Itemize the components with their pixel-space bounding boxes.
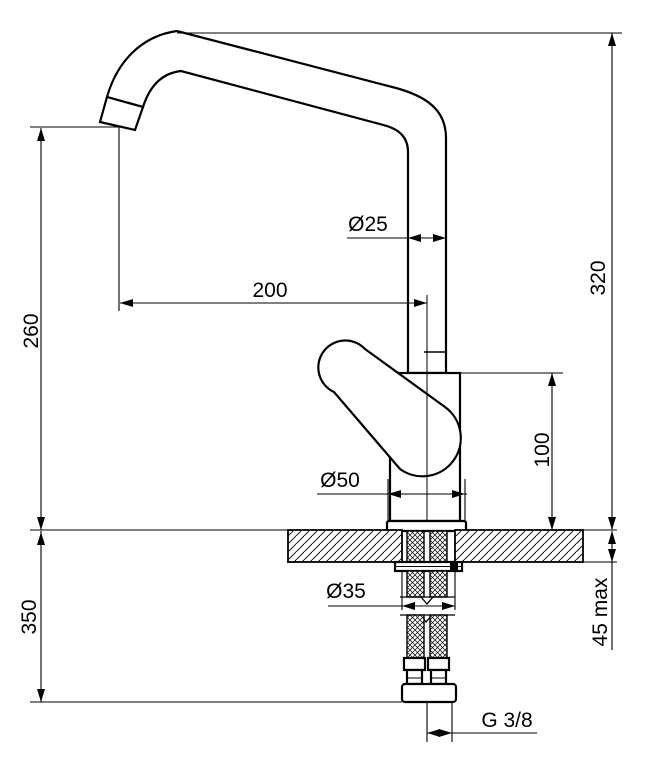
dim-overall-height: 320 [587, 33, 616, 530]
dim-label-thread: G 3/8 [481, 709, 532, 732]
dim-thread: G 3/8 [427, 709, 537, 737]
ext-line-thread [426, 703, 453, 742]
aerator [98, 95, 145, 132]
dim-spout-reach: 200 [120, 279, 427, 307]
dim-label-200: 200 [252, 279, 287, 302]
dim-label-350: 350 [18, 599, 41, 634]
dim-body-height: 100 [531, 373, 556, 530]
dim-spout-height: 260 [20, 128, 45, 530]
base-flange [385, 519, 468, 533]
hose-braid [429, 570, 448, 598]
hose-collar [426, 656, 451, 672]
hose-stem [405, 668, 424, 686]
break-zigzag [420, 596, 434, 605]
connector-block [400, 682, 458, 704]
dimension-annotations: 260 200 Ø25 320 100 [18, 32, 622, 742]
hose-collar [402, 656, 427, 672]
dim-spout-diameter: Ø25 [347, 213, 446, 242]
fixing-bolt [450, 563, 458, 570]
lever-handle [317, 339, 462, 478]
hose-braid [429, 530, 448, 563]
dim-label-100: 100 [531, 432, 554, 467]
hose-braid [406, 570, 425, 598]
dim-hole-diameter: Ø35 [326, 580, 455, 610]
undersink-assembly [393, 530, 464, 704]
ext-line-base [387, 479, 466, 521]
dim-label-320: 320 [587, 260, 610, 295]
hose-braid [406, 530, 425, 563]
countertop-right-slab [454, 529, 584, 563]
dim-label-d50: Ø50 [320, 469, 360, 492]
dim-label-d25: Ø25 [348, 213, 388, 236]
hose-stem [429, 668, 448, 686]
ext-line-hole [401, 572, 456, 610]
faucet-outline [98, 29, 468, 533]
dim-hose-drop: 350 [18, 531, 45, 702]
countertop-left-slab [287, 529, 403, 563]
hose-braid [406, 614, 425, 659]
dim-counter-thickness: 45 max [589, 531, 616, 650]
dim-base-diameter: Ø50 [317, 469, 467, 498]
dim-label-260: 260 [20, 313, 43, 348]
hose-braid [429, 614, 448, 659]
dim-label-d35: Ø35 [326, 580, 366, 603]
countertop [287, 529, 584, 563]
dim-label-45max: 45 max [589, 577, 612, 646]
spout-tube [105, 29, 448, 375]
